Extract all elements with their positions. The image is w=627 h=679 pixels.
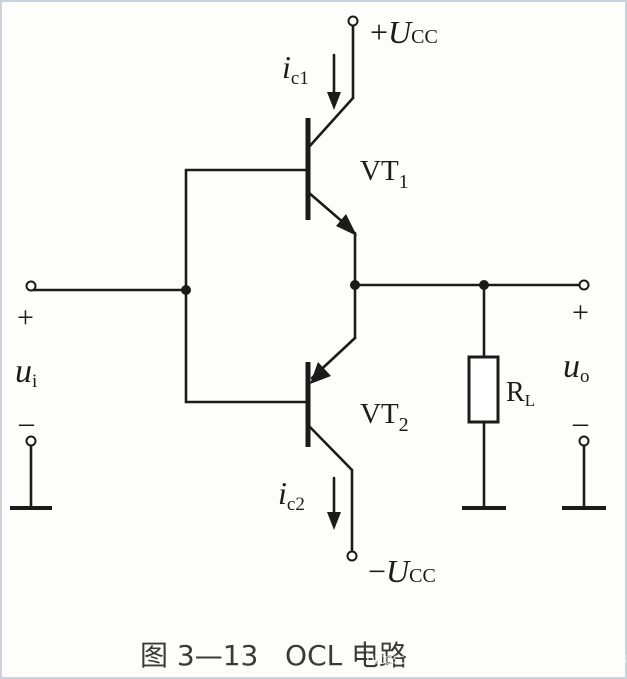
vt2-collector bbox=[306, 423, 354, 472]
output-minus-label: – bbox=[572, 406, 589, 439]
ic1-label: ic1 bbox=[282, 49, 309, 89]
load-junction-dot bbox=[479, 280, 489, 290]
ic1-arrow-icon bbox=[327, 92, 341, 110]
ic2-label: ic2 bbox=[278, 475, 305, 515]
emitter-junction-dot bbox=[350, 280, 360, 290]
vt2-emitter-arrow-icon bbox=[310, 362, 331, 384]
vcc-negative-sign: − bbox=[368, 553, 386, 589]
input-plus-label: + bbox=[17, 301, 34, 334]
ic2-symbol: i bbox=[278, 475, 287, 511]
ic1-symbol: i bbox=[282, 49, 291, 85]
figure-caption: 图 3—13 OCL 电路 bbox=[140, 639, 407, 672]
output-voltage-symbol: u bbox=[563, 348, 580, 385]
input-voltage-symbol: u bbox=[15, 353, 32, 390]
vcc-positive-subscript: CC bbox=[411, 26, 438, 48]
output-negative-terminal bbox=[578, 435, 590, 447]
vcc-positive-symbol: U bbox=[388, 14, 413, 50]
vt1-label: VT1 bbox=[360, 155, 409, 193]
load-symbol: R bbox=[506, 377, 525, 408]
load-resistor bbox=[467, 355, 500, 424]
vcc-positive-label: +UCC bbox=[370, 14, 438, 50]
vt2-subscript: 2 bbox=[399, 414, 409, 436]
output-positive-terminal bbox=[578, 279, 590, 291]
ic2-arrow-icon bbox=[327, 512, 341, 530]
vt1-collector bbox=[306, 96, 355, 150]
output-voltage-label: uo bbox=[563, 348, 590, 387]
load-label: RL bbox=[506, 377, 535, 410]
vcc-negative-subscript: CC bbox=[409, 565, 436, 587]
vcc-positive-terminal bbox=[347, 15, 359, 27]
vt1-subscript: 1 bbox=[399, 171, 409, 193]
load-subscript: L bbox=[525, 391, 535, 410]
base-junction-dot bbox=[181, 285, 191, 295]
output-plus-label: + bbox=[572, 296, 589, 329]
vt1-name: VT bbox=[360, 155, 399, 187]
vt1-emitter-arrow-icon bbox=[336, 214, 357, 236]
vt2-name: VT bbox=[360, 398, 399, 430]
input-voltage-label: ui bbox=[15, 353, 37, 392]
watermark-text: https://blog.csdn.net/xiaolaoban0413 bbox=[366, 651, 627, 668]
vt2-label: VT2 bbox=[360, 398, 409, 436]
vcc-positive-sign: + bbox=[370, 14, 388, 50]
input-negative-terminal bbox=[25, 435, 37, 447]
vcc-negative-label: −UCC bbox=[368, 553, 436, 589]
input-positive-terminal bbox=[25, 280, 37, 292]
input-voltage-subscript: i bbox=[32, 371, 37, 392]
vcc-negative-symbol: U bbox=[386, 553, 411, 589]
ic2-subscript: c2 bbox=[287, 494, 305, 515]
vcc-negative-terminal bbox=[346, 550, 358, 562]
input-minus-label: – bbox=[18, 406, 35, 439]
ic1-subscript: c1 bbox=[291, 68, 309, 89]
output-voltage-subscript: o bbox=[580, 366, 590, 387]
